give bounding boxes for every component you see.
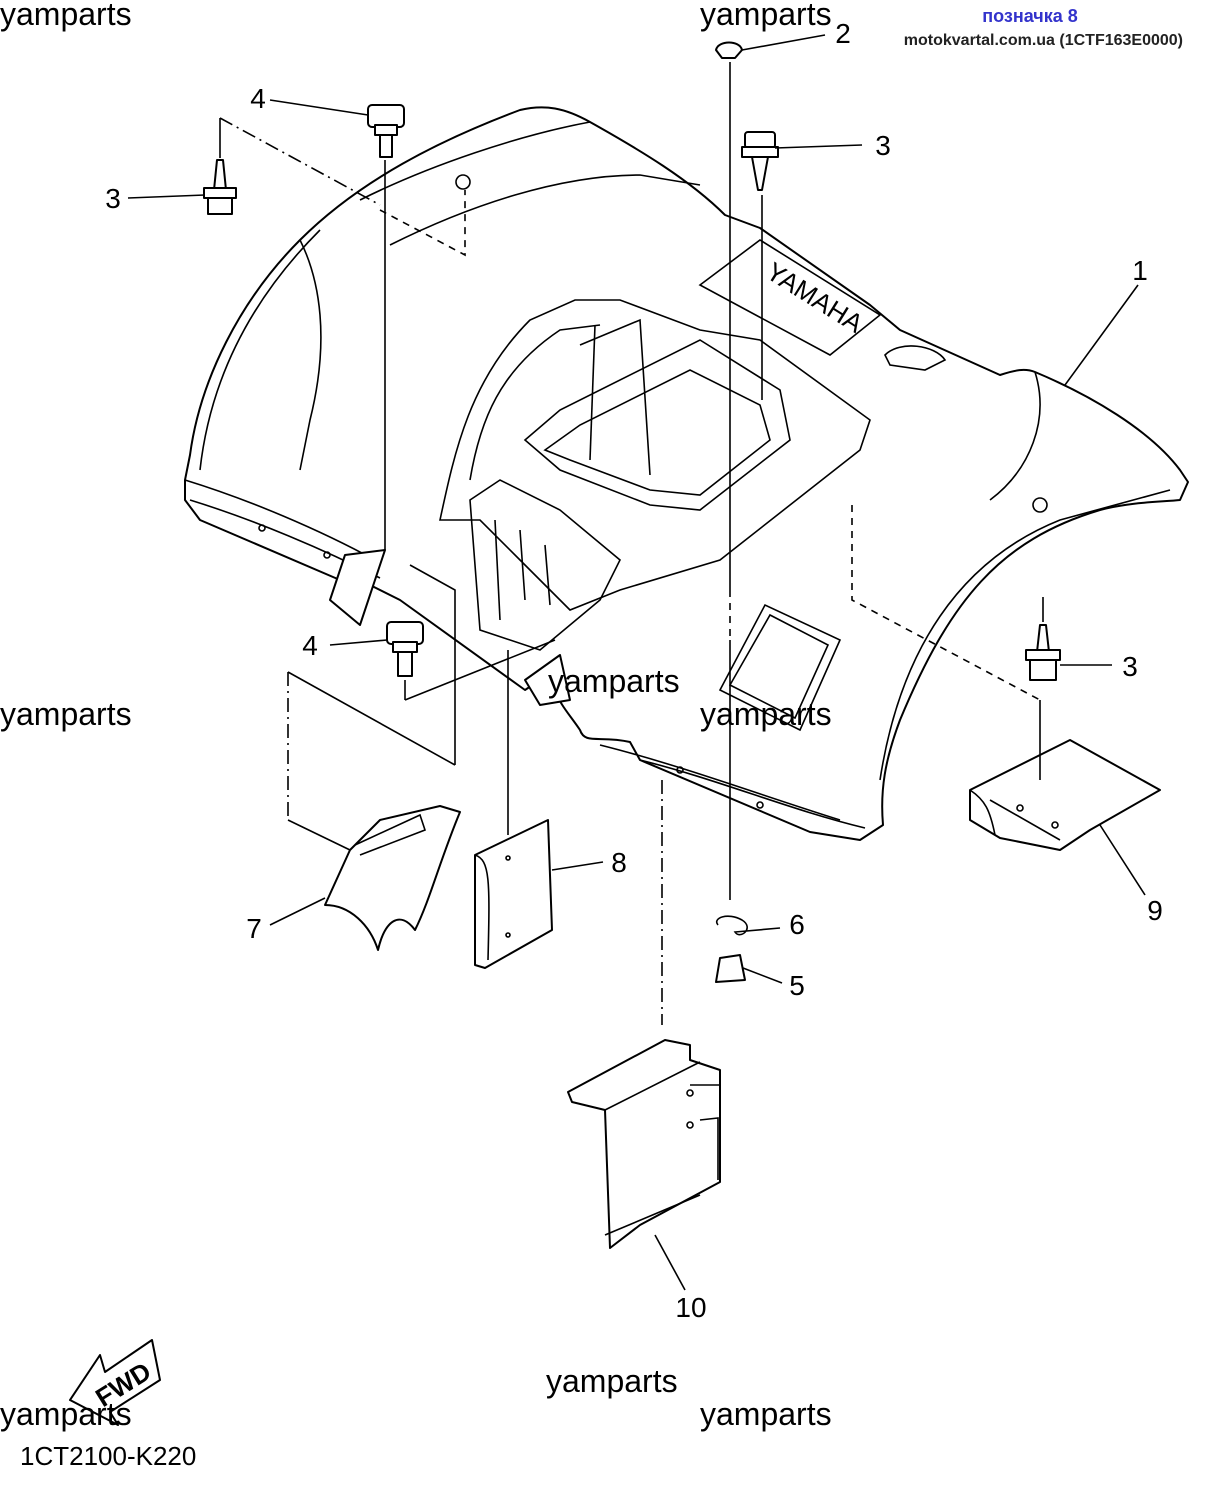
cover-part-8: [474, 819, 553, 969]
guard-part-7: [324, 805, 461, 951]
callout-1: 1: [1132, 255, 1148, 286]
callout-6: 6: [789, 909, 805, 940]
callout-3-upper: 3: [875, 130, 891, 161]
bolt-part-4-upper: [367, 104, 405, 158]
header-subtitle: motokvartal.com.ua (1CTF163E0000): [904, 32, 1183, 49]
watermark-8: yamparts: [700, 1396, 832, 1432]
callout-3-lower: 3: [1122, 651, 1138, 682]
watermark-3: yamparts: [0, 696, 132, 732]
screw-part-3-upper: [741, 131, 779, 191]
watermark-1: yamparts: [0, 0, 132, 32]
watermark-5: yamparts: [700, 696, 832, 732]
bolt-part-4-lower: [386, 621, 424, 677]
callout-9: 9: [1147, 895, 1163, 926]
watermark-4: yamparts: [548, 663, 680, 699]
header-title: позначка 8: [982, 6, 1078, 26]
nut-part-5: [715, 954, 746, 983]
callout-4-upper: 4: [250, 83, 266, 114]
callout-3-left: 3: [105, 183, 121, 214]
callout-5: 5: [789, 970, 805, 1001]
cap-part-2: [715, 41, 743, 59]
callout-8: 8: [611, 847, 627, 878]
cover-part-9: [969, 739, 1161, 851]
screw-part-3-left: [203, 159, 237, 215]
screw-part-3-lower: [1025, 624, 1061, 681]
diagram-code: 1CT2100-K220: [20, 1441, 196, 1471]
watermark-7: yamparts: [0, 1396, 132, 1432]
watermark-6: yamparts: [546, 1363, 678, 1399]
callout-7: 7: [246, 913, 262, 944]
watermark-2: yamparts: [700, 0, 832, 32]
clip-part-6: [715, 915, 781, 936]
callout-10: 10: [675, 1292, 706, 1323]
callout-2: 2: [835, 18, 851, 49]
cover-part-10: [567, 1039, 721, 1249]
rear-fender-part-1: YAMAHA: [184, 106, 1189, 841]
callout-4-lower: 4: [302, 630, 318, 661]
